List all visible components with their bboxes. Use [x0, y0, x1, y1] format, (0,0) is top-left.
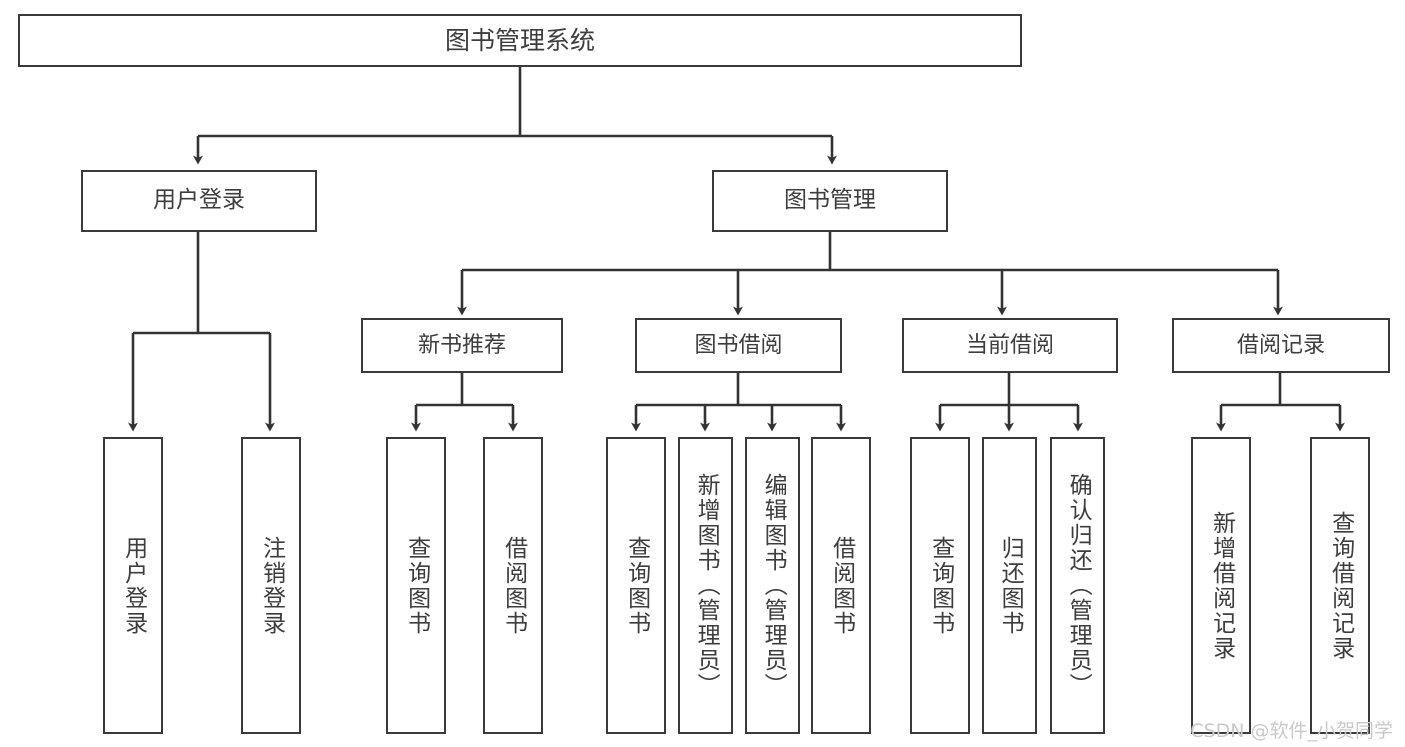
node-label: 图书管理系统: [444, 25, 595, 55]
node-book-borrow[interactable]: 图书借阅: [635, 318, 842, 373]
node-new-book-recommend[interactable]: 新书推荐: [361, 318, 563, 373]
node-label: 当前借阅: [965, 332, 1054, 358]
node-label: 用户登录: [153, 187, 245, 214]
node-label: 新书推荐: [417, 332, 506, 358]
node-label: 图书借阅: [694, 332, 783, 358]
node-label: 归还图书: [997, 535, 1024, 636]
leaf-borrow-book-recommend[interactable]: 借阅图书: [483, 437, 543, 734]
node-label: 借阅记录: [1236, 332, 1325, 358]
leaf-edit-book-admin[interactable]: 编辑图书（管理员）: [745, 437, 800, 734]
leaf-query-borrow-record[interactable]: 查询借阅记录: [1310, 437, 1370, 734]
node-label: 新增图书（管理员）: [693, 473, 720, 698]
leaf-add-book-admin[interactable]: 新增图书（管理员）: [678, 437, 733, 734]
node-label: 用户登录: [120, 535, 147, 636]
leaf-query-book-current[interactable]: 查询图书: [910, 437, 970, 734]
leaf-query-book-borrow[interactable]: 查询图书: [606, 437, 666, 734]
leaf-query-book-recommend[interactable]: 查询图书: [386, 437, 446, 734]
leaf-logout-login[interactable]: 注销登录: [241, 437, 301, 734]
node-label: 确认归还（管理员）: [1065, 473, 1092, 698]
node-label: 借阅图书: [500, 535, 527, 636]
node-label: 新增借阅记录: [1208, 510, 1235, 661]
node-user-login[interactable]: 用户登录: [81, 170, 317, 232]
leaf-confirm-return-admin[interactable]: 确认归还（管理员）: [1050, 437, 1105, 734]
node-book-management[interactable]: 图书管理: [712, 170, 948, 232]
leaf-borrow-book[interactable]: 借阅图书: [811, 437, 871, 734]
node-label: 图书管理: [784, 187, 876, 214]
node-label: 查询图书: [403, 535, 430, 636]
node-label: 查询图书: [623, 535, 650, 636]
leaf-add-borrow-record[interactable]: 新增借阅记录: [1191, 437, 1251, 734]
node-label: 查询图书: [927, 535, 954, 636]
node-borrow-record[interactable]: 借阅记录: [1172, 318, 1390, 373]
node-current-borrow[interactable]: 当前借阅: [902, 318, 1118, 373]
node-label: 注销登录: [258, 535, 285, 636]
node-label: 编辑图书（管理员）: [760, 473, 787, 698]
leaf-user-login[interactable]: 用户登录: [103, 437, 163, 734]
node-root-library-management-system[interactable]: 图书管理系统: [18, 14, 1022, 67]
watermark: CSDN @软件_小贺同学: [1190, 720, 1393, 742]
leaf-return-book[interactable]: 归还图书: [982, 437, 1037, 734]
node-label: 借阅图书: [828, 535, 855, 636]
node-label: 查询借阅记录: [1327, 510, 1354, 661]
